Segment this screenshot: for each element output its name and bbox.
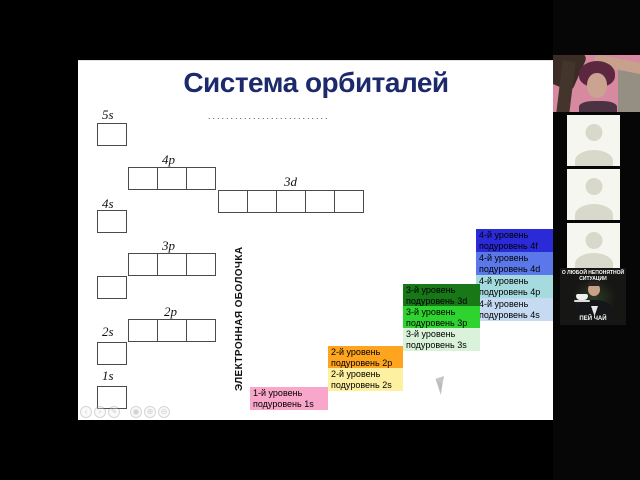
- laser-pointer-icon[interactable]: ◉: [130, 406, 142, 418]
- avatar-silhouette-icon: [585, 124, 602, 141]
- webcam-background: [618, 69, 640, 112]
- webcam-person-body: [579, 101, 617, 112]
- participant-avatar-tile[interactable]: [567, 169, 620, 220]
- orbital-group-4p: 4p: [128, 152, 216, 190]
- orbital-cell-4s: [97, 210, 127, 233]
- meme-top-caption: О ЛЮБОЙ НЕПОНЯТНОЙ СИТУАЦИИ: [561, 270, 625, 282]
- meme-person-hair: [588, 281, 600, 286]
- next-slide-icon[interactable]: ›: [94, 406, 106, 418]
- avatar-silhouette-icon: [574, 253, 613, 269]
- orbital-label-1s: 1s: [102, 368, 114, 383]
- meme-person-shirt: [591, 306, 598, 316]
- orbital-label-3d: 3d: [284, 174, 297, 189]
- webcam-person-face: [587, 73, 607, 98]
- orbital-cell-2p: [128, 319, 158, 342]
- electron-shell-axis-label: ЭЛЕКТРОННАЯ ОБОЛОЧКА: [234, 246, 245, 391]
- participants-sidebar: О ЛЮБОЙ НЕПОНЯТНОЙ СИТУАЦИИ ПЕЙ ЧАЙ: [553, 0, 640, 480]
- orbital-label-2p: 2p: [164, 304, 177, 319]
- orbital-cell-5s: [97, 123, 127, 146]
- prev-slide-icon[interactable]: ‹: [80, 406, 92, 418]
- mouse-cursor: [435, 376, 450, 395]
- orbital-group-1s: 1s: [97, 368, 127, 409]
- orbital-group-2s: 2s: [97, 324, 127, 365]
- participant-meme-tile[interactable]: О ЛЮБОЙ НЕПОНЯТНОЙ СИТУАЦИИ ПЕЙ ЧАЙ: [560, 268, 626, 325]
- orbital-cell-2p: [157, 319, 187, 342]
- avatar-silhouette-icon: [585, 232, 602, 249]
- orbital-cell-3d: [247, 190, 277, 213]
- orbital-group-3d: 3d: [218, 174, 364, 213]
- meme-tea-cup: [576, 294, 588, 300]
- orbital-cell-4p: [186, 167, 216, 190]
- meme-tea-saucer: [574, 300, 590, 302]
- meme-person-face: [588, 283, 600, 296]
- zoom-in-icon[interactable]: ⊕: [144, 406, 156, 418]
- annotation-toolbar: ‹›✎ ◉⊕⊖: [80, 406, 170, 418]
- orbital-cell-3d: [276, 190, 306, 213]
- orbital-group-5s: 5s: [97, 107, 127, 146]
- orbital-cell-2p: [186, 319, 216, 342]
- orbital-label-4p: 4p: [162, 152, 175, 167]
- dotted-subtitle-line: ...........................: [208, 111, 330, 121]
- orbital-cell-2s: [97, 342, 127, 365]
- orbital-cell-3d: [334, 190, 364, 213]
- orbital-label-5s: 5s: [102, 107, 114, 122]
- orbital-cell-3d: [218, 190, 248, 213]
- orbital-cell-3d: [305, 190, 335, 213]
- webcam-video-tile[interactable]: [553, 55, 640, 112]
- orbital-label-2s: 2s: [102, 324, 114, 339]
- presentation-slide: Система орбиталей ......................…: [78, 60, 553, 420]
- orbital-cell-4p: [128, 167, 158, 190]
- meme-bottom-caption: ПЕЙ ЧАЙ: [579, 316, 607, 322]
- avatar-silhouette-icon: [574, 204, 613, 220]
- participant-avatar-tile[interactable]: [567, 115, 620, 166]
- orbital-cell-4p: [157, 167, 187, 190]
- slide-title: Система орбиталей: [183, 67, 449, 98]
- zoom-out-icon[interactable]: ⊖: [158, 406, 170, 418]
- orbital-label-3p: 3p: [162, 238, 175, 253]
- avatar-silhouette-icon: [585, 178, 602, 195]
- orbital-group-3s: [97, 276, 127, 299]
- orbital-cell-3p: [186, 253, 216, 276]
- orbital-cell-3s: [97, 276, 127, 299]
- orbital-group-2p: 2p: [128, 304, 216, 342]
- participant-avatar-tile[interactable]: [567, 223, 620, 269]
- avatar-silhouette-icon: [574, 150, 613, 166]
- pen-icon[interactable]: ✎: [108, 406, 120, 418]
- orbital-cell-3p: [157, 253, 187, 276]
- orbital-label-4s: 4s: [102, 196, 114, 211]
- orbital-group-4s: 4s: [97, 196, 127, 233]
- orbital-cell-3p: [128, 253, 158, 276]
- orbital-group-3p: 3p: [128, 238, 216, 276]
